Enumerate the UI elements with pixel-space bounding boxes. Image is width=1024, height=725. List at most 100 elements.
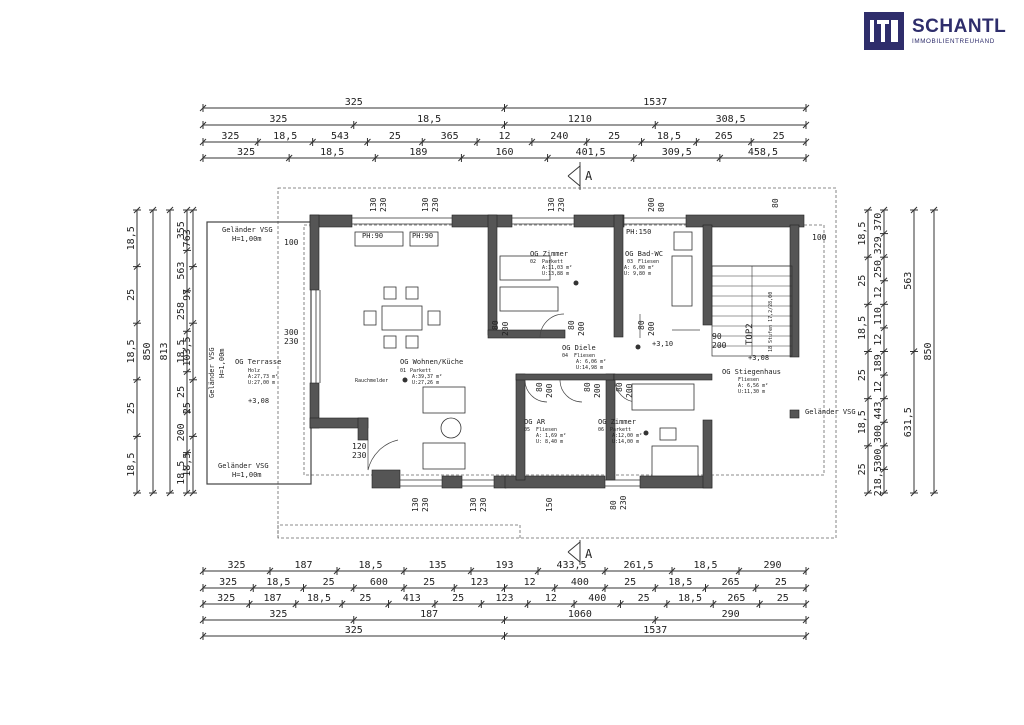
- room-stiegenhaus-area: A: 6,56 m²: [738, 383, 768, 389]
- dim-bottom-label: 400: [588, 593, 606, 604]
- dim-bottom-label: 18,5: [358, 560, 382, 571]
- dim-bottom-label: 123: [495, 593, 513, 604]
- dimension-lines: [133, 104, 938, 640]
- dim-top-label: 18,5: [273, 131, 297, 142]
- dim-bottom-label: 187: [420, 609, 438, 620]
- win-c-width: 130: [547, 197, 556, 212]
- dim-bottom-label: 187: [264, 593, 282, 604]
- dim-top-label: 543: [331, 131, 349, 142]
- room-terrasse-mat: Holz: [248, 368, 260, 374]
- dim-right-label: 12: [873, 287, 884, 299]
- walls: [309, 214, 805, 489]
- room-diele-name: OG Diele: [562, 344, 596, 352]
- room-bad-perimeter: U: 9,80 m: [624, 271, 651, 277]
- level-diele: +3,10: [652, 340, 673, 348]
- ph150: PH:150: [626, 228, 651, 236]
- dim-left-label: 25: [126, 289, 137, 301]
- win-f-width: 130: [469, 497, 478, 512]
- dim-right-label: 18,5: [857, 222, 868, 246]
- dim-bottom-label: 325: [219, 577, 237, 588]
- dim-120: 120: [352, 442, 367, 451]
- dim-bottom-label: 25: [777, 593, 789, 604]
- dim-top-label: 325: [269, 114, 287, 125]
- railing-stair-label: Geländer VSG: [805, 408, 856, 416]
- dim-100-right: 100: [812, 233, 827, 242]
- room-bad-mat: Fliesen: [638, 259, 659, 265]
- room-stiegenhaus-perimeter: U:11,30 m: [738, 389, 765, 395]
- door-a-width: 80: [567, 320, 576, 330]
- win-c-height: 230: [557, 197, 566, 212]
- dim-left-label: 563: [176, 262, 187, 280]
- dim-right-label: 12: [873, 334, 884, 346]
- dim-100-left: 100: [284, 238, 299, 247]
- dim-left-label: 850: [142, 342, 153, 360]
- dim-right-label: 25: [857, 275, 868, 287]
- stair-steps: [712, 265, 792, 356]
- room-wohnen-perimeter: U:27,26 m: [412, 380, 439, 386]
- dim-bottom-label: 25: [423, 577, 435, 588]
- win-h-width: 80: [609, 500, 618, 510]
- ith-monogram-icon: [870, 20, 898, 42]
- railing-top-label: Geländer VSG: [222, 226, 273, 234]
- dim-top-label: 18,5: [657, 131, 681, 142]
- door-b-height: 200: [647, 321, 656, 336]
- dim-right-label: 300: [873, 449, 884, 467]
- dim-left-label: 200: [176, 423, 187, 441]
- dim-top-label: 325: [221, 131, 239, 142]
- dim-right-label: 300: [873, 425, 884, 443]
- dim-left-label: 258: [176, 302, 187, 320]
- dim-230: 230: [284, 337, 299, 346]
- railing-top-height: H=1,00m: [232, 235, 262, 243]
- smoke-detector-label: Rauchmelder: [355, 378, 388, 384]
- room-ar-name: OG AR: [524, 418, 546, 426]
- dim-left-label: 18,5: [176, 461, 187, 485]
- dim-top-label: 160: [495, 147, 513, 158]
- dim-bottom-label: 600: [370, 577, 388, 588]
- dim-top-label: 458,5: [748, 147, 778, 158]
- dim-90: 90: [712, 332, 722, 341]
- dim-right-label: 25: [857, 463, 868, 475]
- dim-top-label: 1537: [643, 97, 667, 108]
- room-terrasse-area: A:27,73 m²: [248, 374, 278, 380]
- room-ar-perimeter: U: 8,40 m: [536, 439, 563, 445]
- room-ar-area: A: 1,69 m²: [536, 433, 566, 439]
- logo-tagline: IMMOBILIENTREUHAND: [912, 37, 995, 45]
- win-g-width: 150: [545, 497, 554, 512]
- dim-bottom-label: 18,5: [668, 577, 692, 588]
- door-c-height: 200: [545, 383, 554, 398]
- ph90-a: PH:90: [362, 232, 383, 240]
- room-wohnen-area: A:39,37 m²: [412, 374, 442, 380]
- room-wohnen-no: 01: [400, 368, 406, 374]
- dim-bottom-label: 18,5: [693, 560, 717, 571]
- win-d-height: 80: [657, 202, 666, 212]
- door-f-width: 80: [491, 320, 500, 330]
- room-bad-name: OG Bad-WC: [625, 250, 663, 258]
- dim-bottom-label: 18,5: [307, 593, 331, 604]
- unit-label-top2: TOP2: [745, 323, 755, 345]
- dim-bottom-label: 25: [624, 577, 636, 588]
- windows: [315, 217, 686, 487]
- dim-left-label: 25: [126, 402, 137, 414]
- dim-bottom-label: 325: [227, 560, 245, 571]
- dim-bottom-label: 433,5: [556, 560, 586, 571]
- dim-top-label: 325: [345, 97, 363, 108]
- dim-left-label: 18,5: [126, 453, 137, 477]
- dim-top-label: 25: [608, 131, 620, 142]
- door-e-height: 200: [593, 383, 602, 398]
- room-zimmer06-name: OG Zimmer: [598, 418, 636, 426]
- door-c-width: 80: [535, 382, 544, 392]
- dim-left-label: 18,5: [176, 339, 187, 363]
- room-diele-area: A: 6,06 m²: [576, 359, 606, 365]
- win-h-height: 230: [619, 495, 628, 510]
- dim-right-label: 25: [857, 369, 868, 381]
- dim-top-label: 365: [441, 131, 459, 142]
- dim-left-label: 355: [176, 221, 187, 239]
- win-b-height: 230: [431, 197, 440, 212]
- dim-bottom-label: 25: [452, 593, 464, 604]
- dim-left-label: 763: [182, 229, 193, 247]
- room-zimmer02-no: 02: [530, 259, 536, 265]
- room-bad-area: A: 6,00 m²: [624, 265, 654, 271]
- dim-230-b: 230: [352, 451, 367, 460]
- room-zimmer02-area: A:11,03 m²: [542, 265, 572, 271]
